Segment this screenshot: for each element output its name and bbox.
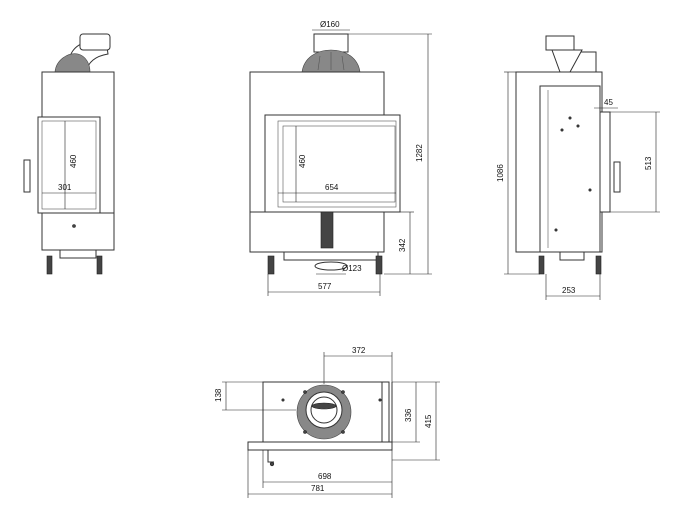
front-ash-lever [320, 211, 334, 249]
bolt [341, 390, 345, 394]
front-plinth [283, 251, 379, 261]
dim-415: 415 [424, 414, 433, 428]
front-door [264, 114, 401, 213]
side-ash-box [59, 249, 97, 259]
dim-460-left: 460 [69, 154, 78, 168]
front-view: Ø160 460 654 1282 342 Ø123 577 [249, 20, 432, 296]
front-glass [277, 120, 397, 208]
dim-513: 513 [644, 156, 653, 170]
right-handle [613, 161, 621, 193]
right-door-edge [599, 111, 611, 213]
side-leg-right [96, 255, 103, 275]
top-side-frame [381, 382, 393, 443]
right-body [539, 85, 601, 253]
dim-253: 253 [562, 286, 576, 295]
dim-1282: 1282 [415, 144, 424, 162]
right-side-view: 1086 45 513 253 [496, 35, 660, 300]
dim-301: 301 [58, 183, 72, 192]
bolt [576, 124, 580, 128]
top-flue-damper [311, 402, 337, 410]
side-glass [41, 120, 97, 210]
front-leg-left [267, 255, 275, 275]
bolt [281, 398, 285, 402]
bolt [303, 390, 307, 394]
right-leg-left [538, 255, 545, 275]
dim-air-diameter: Ø123 [342, 264, 362, 273]
front-leg-right [375, 255, 383, 275]
dim-577: 577 [318, 282, 332, 291]
side-screw [72, 224, 76, 228]
bolt [378, 398, 382, 402]
dim-342: 342 [398, 238, 407, 252]
bolt [303, 430, 307, 434]
knob [269, 461, 275, 467]
bolt [341, 430, 345, 434]
dim-372: 372 [352, 346, 366, 355]
bolt [588, 188, 592, 192]
right-flue-collar [545, 35, 575, 51]
bolt [568, 116, 572, 120]
dim-460-front: 460 [298, 154, 307, 168]
left-side-view: 460 301 [23, 33, 115, 275]
dome-rib [341, 55, 345, 71]
dome-rib [317, 55, 321, 71]
right-leg-right [595, 255, 602, 275]
top-handle [267, 450, 274, 463]
dim-781: 781 [311, 484, 325, 493]
dim-698: 698 [318, 472, 332, 481]
right-ash-box [559, 251, 585, 261]
bolt [560, 128, 564, 132]
bolt [554, 228, 558, 232]
dim-336: 336 [404, 408, 413, 422]
flue-collar [79, 33, 111, 51]
dim-654: 654 [325, 183, 339, 192]
top-front-frame [247, 441, 393, 451]
top-flue-inner [310, 396, 338, 424]
front-flue-collar [313, 33, 349, 53]
top-view: 372 138 336 415 698 781 [214, 346, 440, 498]
dim-138: 138 [214, 388, 223, 402]
side-handle [23, 159, 31, 193]
front-air-inlet [314, 261, 348, 271]
front-glass-inner [282, 125, 396, 203]
dim-1086: 1086 [496, 164, 505, 182]
flue-dome [54, 53, 91, 73]
dim-45: 45 [604, 98, 613, 107]
dim-flue-diameter: Ø160 [320, 20, 340, 29]
side-leg-left [46, 255, 53, 275]
